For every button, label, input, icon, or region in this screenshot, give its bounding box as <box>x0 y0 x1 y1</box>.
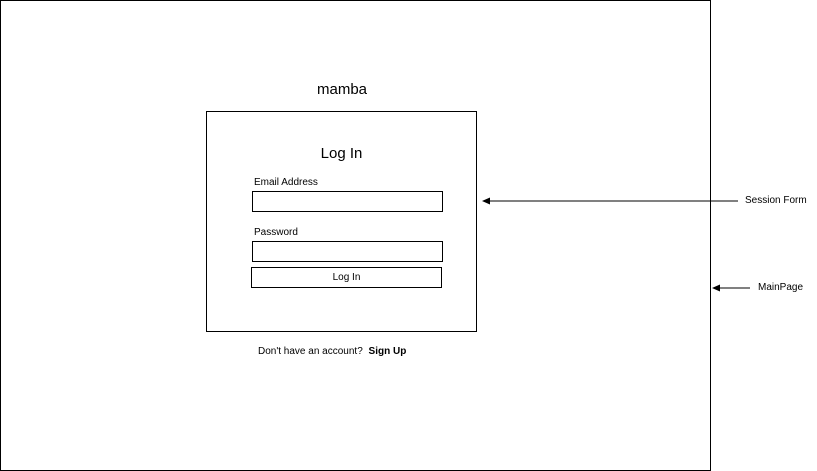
signup-prompt: Don't have an account? <box>258 346 363 357</box>
login-button[interactable]: Log In <box>251 267 442 288</box>
signup-link[interactable]: Sign Up <box>368 346 407 357</box>
form-title: Log In <box>320 145 363 162</box>
password-label: Password <box>254 227 298 238</box>
email-input[interactable] <box>252 191 443 212</box>
session-form-box: Log In Email Address Password Log In <box>206 111 477 332</box>
session-form-annotation: Session Form <box>745 195 807 206</box>
signup-line: Don't have an account? Sign Up <box>258 346 406 358</box>
email-label: Email Address <box>254 177 318 188</box>
main-page-arrow <box>712 284 750 292</box>
password-input[interactable] <box>252 241 443 262</box>
main-page-frame: mamba Log In Email Address Password Log … <box>0 0 711 471</box>
brand-title: mamba <box>316 81 368 98</box>
main-page-annotation: MainPage <box>758 282 804 293</box>
